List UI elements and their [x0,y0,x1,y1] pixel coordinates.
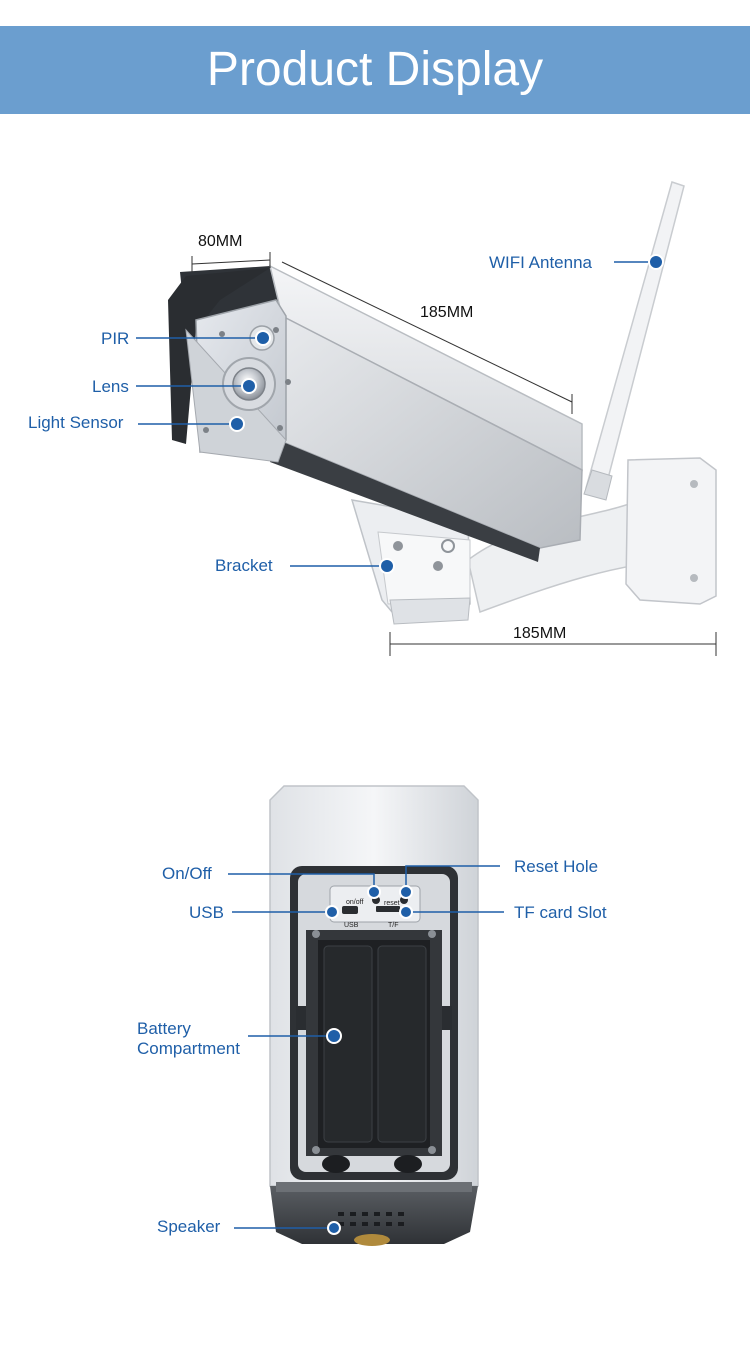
label-bracket: Bracket [215,556,273,575]
label-lens: Lens [92,377,129,396]
bottom-leaders [228,865,504,1229]
label-tf-card-slot: TF card Slot [514,903,607,922]
label-usb: USB [189,903,224,922]
label-battery-line2: Compartment [137,1039,240,1058]
dimension-bracket-length: 185MM [513,625,567,642]
panel-marking-usb: USB [344,922,359,929]
panel-marking-reset: reset [384,900,400,907]
back-panel-housing [269,785,479,1246]
label-reset-hole: Reset Hole [514,857,599,876]
label-battery-line1: Battery [137,1019,191,1038]
label-light-sensor: Light Sensor [28,413,124,432]
top-markers [229,254,664,574]
dimension-width: 80MM [198,233,243,250]
panel-marking-on-off: on/off [346,899,363,906]
dimension-lines [191,252,717,656]
page-title: Product Display [206,43,544,96]
label-wifi-antenna: WIFI Antenna [489,253,592,272]
label-speaker: Speaker [157,1217,221,1236]
label-on-off: On/Off [162,864,212,883]
dimension-length: 185MM [420,304,474,321]
bracket-shape [350,457,717,625]
bottom-markers [325,885,413,1235]
label-pir: PIR [101,329,130,348]
top-leaders [136,261,650,567]
panel-marking-tf: T/F [388,922,399,929]
header-banner: Product Display [0,26,750,114]
wifi-antenna-shape [583,181,685,501]
